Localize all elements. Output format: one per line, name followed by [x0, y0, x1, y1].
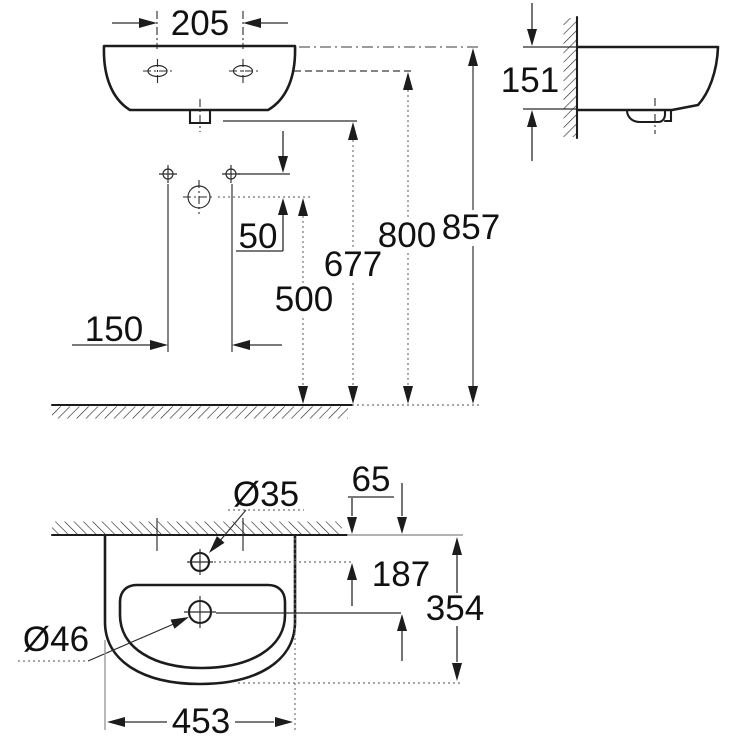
front-elevation-view	[50, 44, 479, 419]
dim-label-overall-width: 453	[172, 702, 230, 738]
fixing-hole-left	[143, 59, 172, 83]
wall-hatch	[563, 18, 577, 137]
dim-label-hole-drop: 50	[239, 217, 278, 256]
basin-front-outline	[102, 44, 297, 112]
dim-outlet-height: 677	[324, 122, 382, 404]
basin-side-outline	[576, 45, 720, 112]
supply-point-right	[222, 165, 240, 183]
dim-label-basin-height: 151	[501, 61, 559, 100]
dim-overall-width: 453	[104, 538, 296, 738]
dim-tap-centres: 205	[112, 4, 288, 49]
waste-pipe-circle	[183, 180, 215, 214]
callout-waste-diameter: Ø46	[18, 617, 189, 662]
dim-overall-depth: 354	[426, 537, 484, 681]
dim-label-bowl-centre-setback: 187	[372, 555, 430, 594]
waste-hole	[184, 596, 216, 628]
plan-wall-hatch	[52, 521, 342, 535]
dim-rim-height: 857	[442, 48, 500, 404]
basin-plan-outline	[103, 534, 297, 686]
dim-basin-height: 151	[501, 3, 576, 161]
side-profile-view: 151	[501, 3, 720, 161]
tap-hole	[187, 549, 213, 575]
dim-outlet-centres: 150	[72, 184, 282, 352]
dim-label-rim-height: 857	[442, 208, 500, 247]
supply-point-left	[159, 165, 177, 183]
dim-label-tap-centres: 205	[171, 4, 229, 43]
drain-boss	[625, 108, 673, 124]
dim-label-outlet-centres: 150	[85, 310, 143, 349]
dim-label-tap-hole-diameter: Ø35	[233, 475, 299, 514]
plan-view: Ø35 Ø46 65 187	[18, 460, 484, 738]
dim-label-outlet-height: 677	[324, 245, 382, 284]
dim-tap-hole-setback: 65	[347, 460, 394, 606]
dim-label-fixing-height: 800	[378, 216, 436, 255]
callout-tap-hole-diameter: Ø35	[209, 475, 304, 553]
dim-label-waste-diameter: Ø46	[23, 620, 89, 659]
dim-bowl-centre-setback: 187	[372, 483, 430, 661]
floor-hatch	[52, 406, 348, 419]
dim-trap-height: 500	[275, 198, 333, 404]
dim-fixing-height: 800	[378, 72, 436, 404]
dim-label-trap-height: 500	[275, 280, 333, 319]
dim-hole-drop: 50	[236, 131, 288, 256]
fixing-hole-right	[229, 59, 258, 83]
dim-label-overall-depth: 354	[426, 589, 484, 628]
bowl-outline	[118, 583, 287, 670]
front-reference-lines	[218, 46, 481, 198]
dim-label-tap-hole-setback: 65	[352, 460, 391, 499]
